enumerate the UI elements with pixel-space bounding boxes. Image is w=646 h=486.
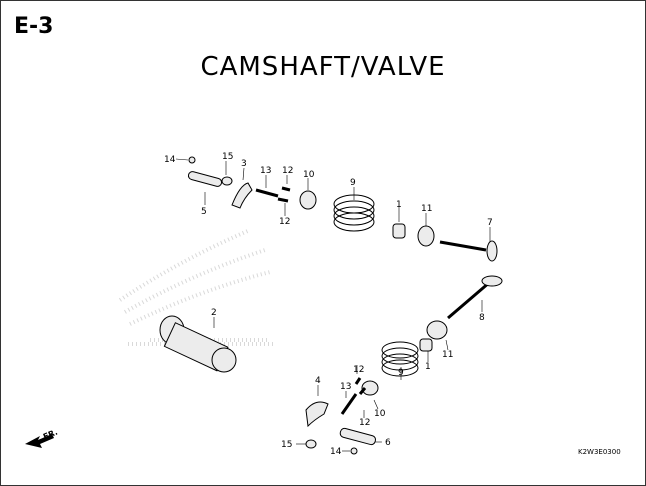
front-arrow-icon	[25, 434, 54, 448]
bolt-icon	[188, 156, 196, 164]
cotter-icon	[277, 186, 291, 203]
callout: 5	[201, 207, 207, 217]
valve-seal-icon	[419, 338, 433, 352]
callout: 14	[164, 155, 176, 165]
callout: 11	[421, 204, 432, 214]
camshaft-icon	[159, 315, 237, 373]
callout: 4	[315, 376, 321, 386]
retainer-icon	[299, 190, 317, 210]
cotter-icon	[354, 377, 367, 395]
valve-spring-icon	[381, 341, 419, 377]
callout: 1	[396, 200, 402, 210]
nut-icon	[221, 176, 233, 186]
rocker-arm-icon	[231, 182, 253, 209]
spring-seat-icon	[417, 225, 435, 247]
callout: 12	[279, 217, 290, 227]
callout: 12	[282, 166, 293, 176]
callout: 12	[353, 365, 364, 375]
valve-head-icon	[486, 240, 498, 262]
valve-spring-icon	[333, 194, 375, 232]
callout: 8	[479, 313, 485, 323]
bolt-icon	[350, 447, 358, 455]
page-title: CAMSHAFT/VALVE	[200, 52, 446, 82]
callout: 10	[303, 170, 315, 180]
callout: 11	[442, 350, 453, 360]
exhaust-valve-stem-icon	[447, 280, 491, 320]
rocker-shaft-icon	[339, 427, 377, 446]
exhaust-valve-head-icon	[481, 275, 503, 287]
rocker-shaft-icon	[187, 171, 223, 187]
retainer-icon	[361, 380, 379, 396]
callout-labels: 14 15 3 13 12 10 9 5 12 1 11 7 2 8 11 1 …	[164, 152, 493, 457]
section-code: E-3	[14, 14, 54, 39]
callout: 10	[374, 409, 386, 419]
callout: 2	[211, 308, 217, 318]
callout: 6	[385, 438, 391, 448]
callout: 12	[359, 418, 370, 428]
adjusting-screw-icon	[340, 393, 358, 415]
spring-seat-icon	[426, 320, 448, 340]
brand-watermark	[118, 228, 275, 346]
nut-icon	[305, 439, 317, 449]
callout: 14	[330, 447, 342, 457]
callout: 7	[487, 218, 493, 228]
callout: 9	[398, 368, 404, 378]
adjusting-screw-icon	[255, 188, 279, 198]
callout: 9	[350, 178, 356, 188]
callout: 13	[260, 166, 271, 176]
callout: 13	[340, 382, 351, 392]
callout: 15	[222, 152, 233, 162]
valve-stem-icon	[439, 240, 487, 252]
rocker-arm-icon	[305, 401, 329, 428]
leader-lines	[175, 158, 491, 452]
callout: 15	[281, 440, 292, 450]
valve-seal-icon	[392, 223, 406, 239]
callout: 3	[241, 159, 247, 169]
callout: 1	[425, 362, 431, 372]
diagram-code: K2W3E0300	[578, 448, 621, 456]
